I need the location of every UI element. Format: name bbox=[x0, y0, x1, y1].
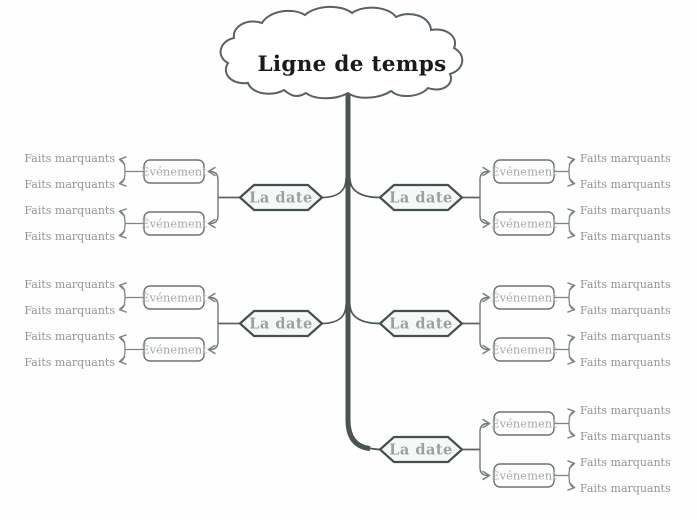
date-group-middle-left: La date Événement Faits marquants Faits … bbox=[24, 278, 324, 369]
branch-line bbox=[349, 178, 381, 199]
fact-label[interactable]: Faits marquants bbox=[580, 178, 671, 191]
connector-line bbox=[479, 449, 491, 481]
date-node[interactable] bbox=[238, 183, 324, 212]
event-node-label: Événement bbox=[491, 343, 557, 357]
connector-line bbox=[479, 418, 491, 450]
connector-line bbox=[207, 292, 219, 324]
fact-label[interactable]: Faits marquants bbox=[580, 230, 671, 243]
fact-label[interactable]: Faits marquants bbox=[24, 178, 115, 191]
date-node-label: La date bbox=[389, 316, 453, 333]
date-group-upper-right: La date Événement Faits marquants Faits … bbox=[378, 152, 671, 243]
root-node-label: Ligne de temps bbox=[257, 52, 446, 77]
event-node-label: Événement bbox=[491, 291, 557, 305]
branch-line bbox=[349, 304, 381, 325]
fact-connector bbox=[567, 334, 576, 350]
fact-label[interactable]: Faits marquants bbox=[24, 278, 115, 291]
fact-label[interactable]: Faits marquants bbox=[580, 278, 671, 291]
date-group-middle-right: La date Événement Faits marquants Faits … bbox=[378, 278, 671, 369]
fact-label[interactable]: Faits marquants bbox=[580, 430, 671, 443]
fact-connector bbox=[567, 408, 576, 424]
fact-label[interactable]: Faits marquants bbox=[24, 204, 115, 217]
trunk-line bbox=[345, 88, 371, 452]
fact-label[interactable]: Faits marquants bbox=[580, 304, 671, 317]
date-node-label: La date bbox=[389, 442, 453, 459]
fact-label[interactable]: Faits marquants bbox=[580, 204, 671, 217]
event-node-label: Événement bbox=[141, 165, 207, 179]
connector-line bbox=[207, 166, 219, 198]
fact-label[interactable]: Faits marquants bbox=[24, 330, 115, 343]
fact-connector bbox=[567, 171, 576, 187]
fact-label[interactable]: Faits marquants bbox=[580, 356, 671, 369]
fact-connector bbox=[118, 223, 127, 239]
date-node[interactable] bbox=[238, 309, 324, 338]
date-node[interactable] bbox=[378, 309, 464, 338]
date-node-label: La date bbox=[249, 190, 313, 207]
connector-line bbox=[479, 323, 491, 355]
event-node-label: Événement bbox=[141, 217, 207, 231]
fact-connector bbox=[567, 156, 576, 172]
event-node-label: Événement bbox=[491, 217, 557, 231]
date-node-label: La date bbox=[389, 190, 453, 207]
date-node[interactable] bbox=[378, 435, 464, 464]
fact-label[interactable]: Faits marquants bbox=[24, 230, 115, 243]
fact-connector bbox=[567, 208, 576, 224]
event-node-label: Événement bbox=[141, 291, 207, 305]
event-node-label: Événement bbox=[491, 417, 557, 431]
event-node-label: Événement bbox=[141, 343, 207, 357]
date-group-upper-left: La date Événement Faits marquants Faits … bbox=[24, 152, 324, 243]
fact-connector bbox=[118, 282, 127, 298]
fact-label[interactable]: Faits marquants bbox=[580, 404, 671, 417]
fact-connector bbox=[567, 223, 576, 239]
fact-connector bbox=[118, 349, 127, 365]
fact-connector bbox=[567, 349, 576, 365]
date-group-lower-right: La date Événement Faits marquants Faits … bbox=[378, 404, 671, 495]
fact-label[interactable]: Faits marquants bbox=[24, 356, 115, 369]
fact-connector bbox=[118, 208, 127, 224]
date-node[interactable] bbox=[378, 183, 464, 212]
fact-connector bbox=[118, 297, 127, 313]
fact-label[interactable]: Faits marquants bbox=[580, 456, 671, 469]
branch-line bbox=[321, 304, 347, 325]
fact-label[interactable]: Faits marquants bbox=[24, 304, 115, 317]
connector-line bbox=[207, 323, 219, 355]
connector-line bbox=[479, 197, 491, 229]
fact-connector bbox=[118, 334, 127, 350]
fact-connector bbox=[567, 297, 576, 313]
connector-line bbox=[479, 166, 491, 198]
root-node-cloud[interactable]: Ligne de temps bbox=[219, 5, 464, 100]
fact-label[interactable]: Faits marquants bbox=[580, 330, 671, 343]
fact-label[interactable]: Faits marquants bbox=[580, 152, 671, 165]
fact-connector bbox=[118, 156, 127, 172]
connector-line bbox=[479, 292, 491, 324]
fact-label[interactable]: Faits marquants bbox=[24, 152, 115, 165]
cloud-shape bbox=[219, 5, 464, 100]
fact-connector bbox=[567, 423, 576, 439]
branch-line bbox=[321, 178, 347, 199]
connector-line bbox=[207, 197, 219, 229]
fact-label[interactable]: Faits marquants bbox=[580, 482, 671, 495]
fact-connector bbox=[118, 171, 127, 187]
fact-connector bbox=[567, 475, 576, 491]
fact-connector bbox=[567, 282, 576, 298]
event-node-label: Événement bbox=[491, 165, 557, 179]
event-node-label: Événement bbox=[491, 469, 557, 483]
date-node-label: La date bbox=[249, 316, 313, 333]
fact-connector bbox=[567, 460, 576, 476]
